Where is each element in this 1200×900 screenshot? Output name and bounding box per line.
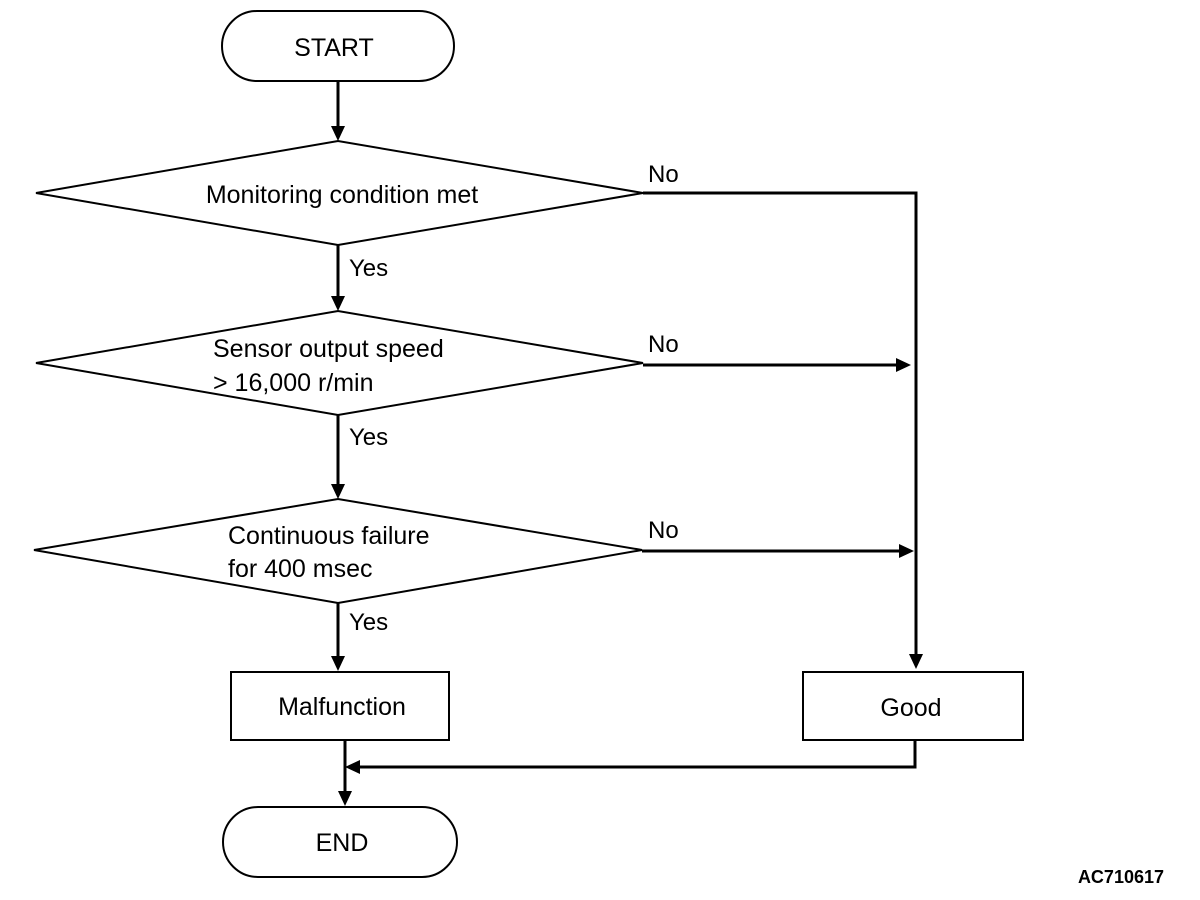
connector-good-to-merge — [345, 740, 917, 774]
branch-no-label-1: No — [648, 161, 679, 188]
end-terminal: END — [222, 806, 458, 878]
decision-monitoring-condition: Monitoring condition met — [35, 139, 644, 247]
connector-sensor-yes: Yes — [331, 415, 388, 499]
result-malfunction-label: Malfunction — [278, 693, 406, 721]
result-good-label: Good — [880, 694, 941, 722]
connector-continuous-no: No — [642, 517, 914, 558]
connector-malfunction-to-end — [338, 740, 352, 806]
connector-start-to-monitoring — [331, 81, 345, 141]
decision-sensor-output-speed: Sensor output speed > 16,000 r/min — [35, 309, 644, 417]
connector-monitoring-no: No — [643, 161, 923, 669]
start-terminal: START — [221, 10, 455, 82]
connector-monitoring-yes: Yes — [331, 245, 388, 311]
start-terminal-label: START — [294, 34, 374, 62]
branch-yes-label-2: Yes — [349, 424, 388, 451]
end-terminal-shape — [222, 806, 458, 878]
branch-no-label-3: No — [648, 517, 679, 544]
connector-sensor-no: No — [643, 331, 911, 372]
branch-yes-label-1: Yes — [349, 255, 388, 282]
branch-no-label-2: No — [648, 331, 679, 358]
decision-continuous-label-line1: Continuous failure — [228, 522, 430, 550]
end-terminal-label: END — [316, 829, 369, 857]
branch-yes-label-3: Yes — [349, 609, 388, 636]
figure-code: AC710617 — [1078, 867, 1164, 887]
decision-sensor-shape — [35, 309, 644, 417]
decision-monitoring-label: Monitoring condition met — [206, 181, 478, 209]
result-good: Good — [802, 671, 1024, 741]
decision-continuous-failure: Continuous failure for 400 msec — [33, 497, 643, 605]
decision-sensor-label-line2: > 16,000 r/min — [213, 369, 374, 397]
result-malfunction-box — [230, 671, 450, 741]
result-malfunction: Malfunction — [230, 671, 450, 741]
result-good-box — [802, 671, 1024, 741]
connector-continuous-yes: Yes — [331, 603, 388, 671]
decision-continuous-label-line2: for 400 msec — [228, 555, 373, 583]
decision-sensor-label-line1: Sensor output speed — [213, 335, 444, 363]
decision-continuous-shape — [33, 497, 643, 605]
